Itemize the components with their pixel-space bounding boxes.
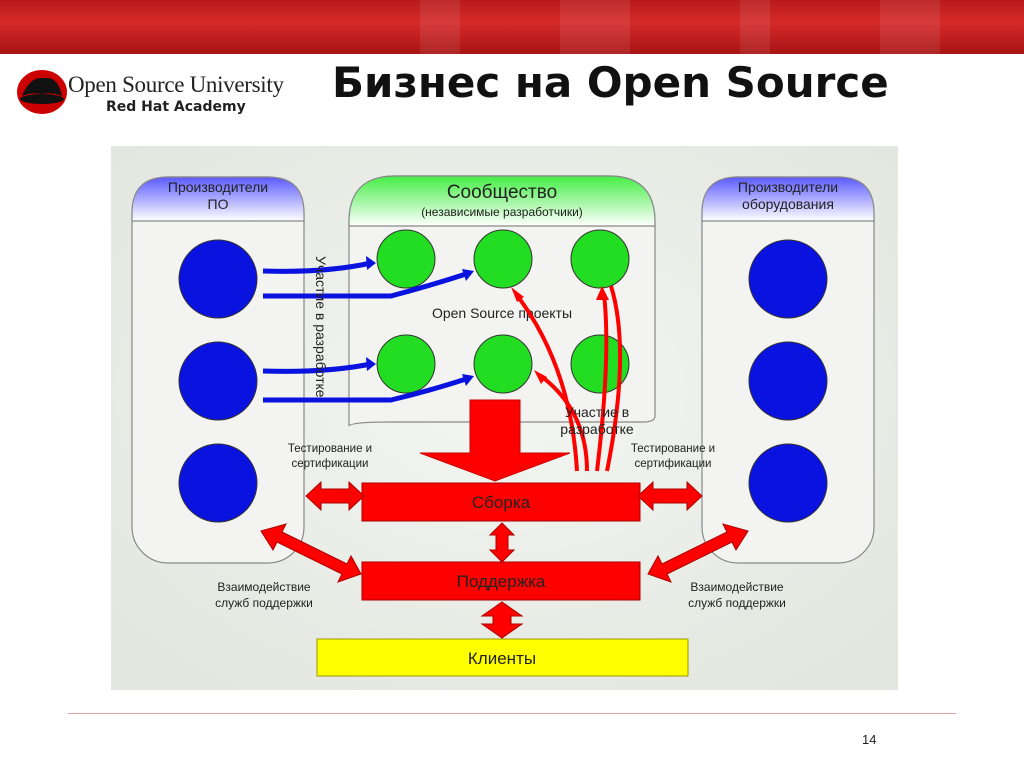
project-node (570, 334, 630, 394)
logo-academy-text: Red Hat Academy (106, 99, 246, 115)
project-node (473, 229, 533, 289)
down-arrow-to-build (419, 399, 571, 482)
red-hat-logo-icon (17, 70, 67, 114)
sw-vendor-node (178, 443, 258, 523)
community-title: Сообщество (447, 182, 557, 203)
clients-box (316, 638, 689, 677)
build-label: Сборка (472, 493, 531, 512)
footer-divider (68, 713, 956, 714)
testing-right-label: Тестирование и сертификации (631, 443, 715, 470)
hw-vendor-node (748, 239, 828, 319)
page-title: Бизнес на Open Source (332, 58, 889, 107)
text-line: оборудования (742, 196, 834, 212)
participation-vertical-label: Участие в разработке (313, 256, 329, 398)
testing-left-label: Тестирование и сертификации (288, 443, 372, 470)
text-line: разработке (560, 421, 634, 437)
support-box (361, 561, 641, 601)
testing-left-double-arrow (305, 480, 365, 512)
blue-participation-arrows (262, 260, 467, 403)
build-box (361, 482, 641, 522)
text-line: ПО (208, 196, 229, 212)
hw-vendor-node (748, 443, 828, 523)
text-line: Взаимодействие (217, 580, 310, 594)
community-panel: Сообщество (независимые разработчики) Op… (348, 175, 656, 427)
interaction-left-double-arrow (260, 523, 362, 583)
clients-label: Клиенты (468, 649, 536, 668)
sw-vendor-node (178, 341, 258, 421)
red-participation-arrows (514, 285, 623, 472)
text-line: Производители (738, 179, 838, 195)
support-label: Поддержка (457, 572, 546, 591)
interaction-right-label: Взаимодействие служб поддержки (688, 580, 786, 610)
text-line: служб поддержки (688, 596, 786, 610)
interaction-right-double-arrow (647, 523, 749, 583)
text-line: сертификации (635, 458, 712, 470)
text-line: Производители (168, 179, 268, 195)
hw-vendor-node (748, 341, 828, 421)
project-node (570, 229, 630, 289)
project-node (376, 229, 436, 289)
text-line: служб поддержки (215, 596, 313, 610)
build-support-double-arrow (488, 522, 516, 563)
text-line: Участие в (565, 404, 629, 420)
text-line: Тестирование и (631, 443, 715, 455)
page-number: 14 (862, 732, 877, 747)
interaction-left-label: Взаимодействие служб поддержки (215, 580, 313, 610)
top-banner (0, 0, 1024, 54)
support-clients-double-arrow (480, 601, 524, 639)
text-line: Взаимодействие (690, 580, 783, 594)
project-node (376, 334, 436, 394)
logo-university-text: Open Source University (68, 72, 284, 97)
testing-right-double-arrow (637, 480, 703, 512)
text-line: Тестирование и (288, 443, 372, 455)
text-line: сертификации (292, 458, 369, 470)
community-subtitle: (независимые разработчики) (421, 205, 583, 219)
projects-label: Open Source проекты (432, 305, 572, 321)
sw-vendor-node (178, 239, 258, 319)
project-node (473, 334, 533, 394)
